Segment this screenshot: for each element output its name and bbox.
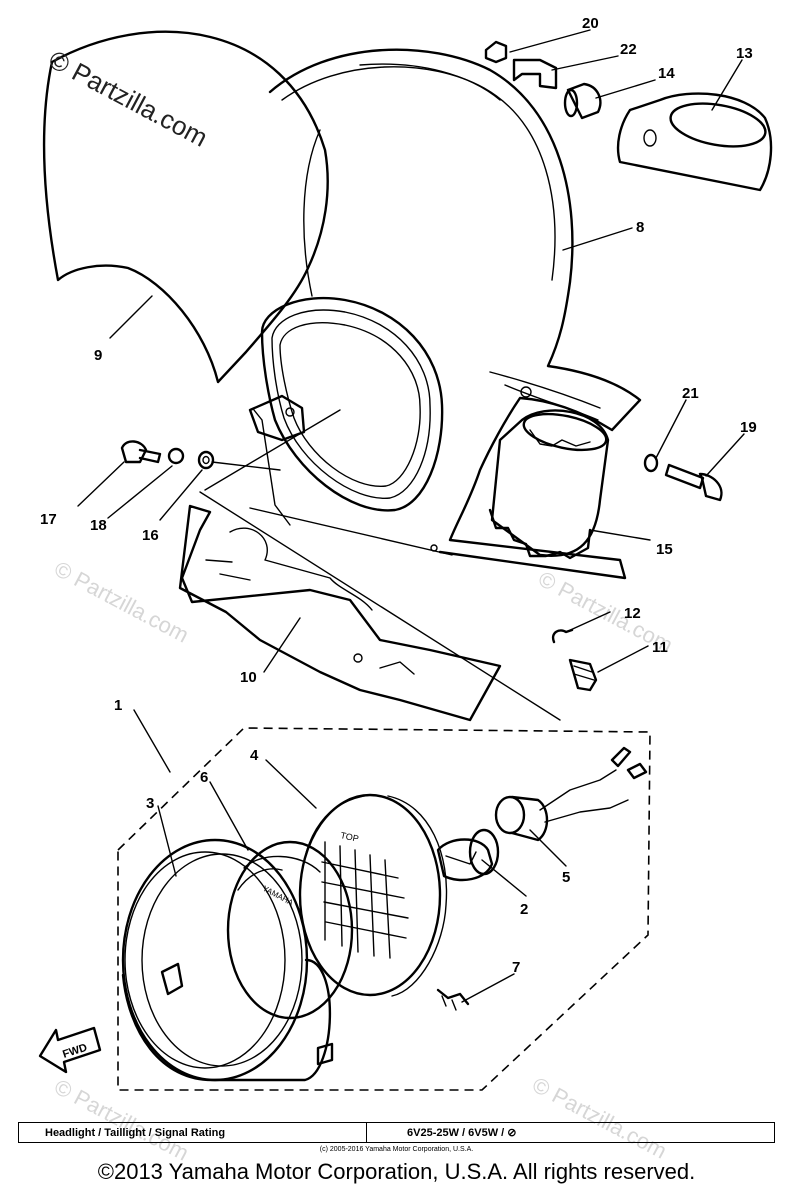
callout-13: 13 bbox=[736, 45, 753, 62]
callout-2: 2 bbox=[520, 901, 528, 918]
fwd-arrow-icon: FWD bbox=[38, 1026, 102, 1074]
part-16-washer[interactable] bbox=[197, 450, 215, 470]
part-2-bulb[interactable] bbox=[436, 828, 500, 882]
lens-top-text: TOP bbox=[340, 830, 360, 844]
part-12-clip[interactable] bbox=[551, 628, 574, 644]
rating-label: Headlight / Taillight / Signal Rating bbox=[19, 1123, 367, 1142]
callout-20: 20 bbox=[582, 15, 599, 32]
part-3-rim[interactable] bbox=[121, 838, 334, 1082]
callout-5: 5 bbox=[562, 869, 570, 886]
part-10-bracket[interactable] bbox=[178, 504, 502, 722]
part-8-opening bbox=[260, 296, 444, 512]
part-6-rim-ring[interactable]: YAMAHA bbox=[226, 840, 354, 1020]
part-14-collar[interactable] bbox=[566, 82, 602, 120]
copyright-footer: ©2013 Yamaha Motor Corporation, U.S.A. A… bbox=[97, 1159, 696, 1184]
callout-1: 1 bbox=[114, 697, 122, 714]
part-21-washer[interactable] bbox=[643, 453, 659, 473]
callout-12: 12 bbox=[624, 605, 641, 622]
part-22-bracket[interactable] bbox=[512, 58, 558, 90]
part-15-socket[interactable] bbox=[488, 408, 610, 560]
rating-table: Headlight / Taillight / Signal Rating 6V… bbox=[18, 1122, 775, 1143]
part-13-fork-ear[interactable] bbox=[616, 92, 773, 192]
callout-8: 8 bbox=[636, 219, 644, 236]
leader-lines bbox=[77, 29, 745, 1003]
part-1-headlight-unit-box bbox=[117, 727, 651, 1091]
callout-11: 11 bbox=[652, 639, 668, 656]
callout-16: 16 bbox=[142, 527, 159, 544]
callout-18: 18 bbox=[90, 517, 107, 534]
callout-22: 22 bbox=[620, 41, 637, 58]
part-5-socket[interactable] bbox=[494, 746, 648, 842]
callout-4: 4 bbox=[250, 747, 259, 764]
part-8-headlight-shell[interactable] bbox=[268, 48, 642, 580]
callout-6: 6 bbox=[200, 769, 208, 786]
callout-7: 7 bbox=[512, 959, 520, 976]
part-11-screw[interactable] bbox=[568, 658, 598, 692]
callout-15: 15 bbox=[656, 541, 673, 558]
part-7-screw[interactable] bbox=[436, 988, 470, 1011]
callout-9: 9 bbox=[94, 347, 102, 364]
part-19-bolt[interactable] bbox=[664, 463, 723, 502]
rating-value: 6V25-25W / 6V5W / ⊘ bbox=[407, 1127, 517, 1139]
small-copyright: (c) 2005-2016 Yamaha Motor Corporation, … bbox=[319, 1146, 474, 1153]
callout-21: 21 bbox=[682, 385, 699, 402]
callout-19: 19 bbox=[740, 419, 757, 436]
part-4-lens[interactable]: TOP bbox=[298, 793, 448, 997]
part-9-visor[interactable] bbox=[42, 30, 329, 384]
callout-3: 3 bbox=[146, 795, 154, 812]
part-18-lockwasher[interactable] bbox=[167, 447, 185, 465]
lens-brand-text: YAMAHA bbox=[261, 884, 295, 908]
callout-17: 17 bbox=[40, 511, 57, 528]
callout-10: 10 bbox=[240, 669, 257, 686]
part-17-bolt[interactable] bbox=[120, 440, 162, 464]
part-20-nut[interactable] bbox=[484, 40, 508, 64]
callout-14: 14 bbox=[658, 65, 675, 82]
